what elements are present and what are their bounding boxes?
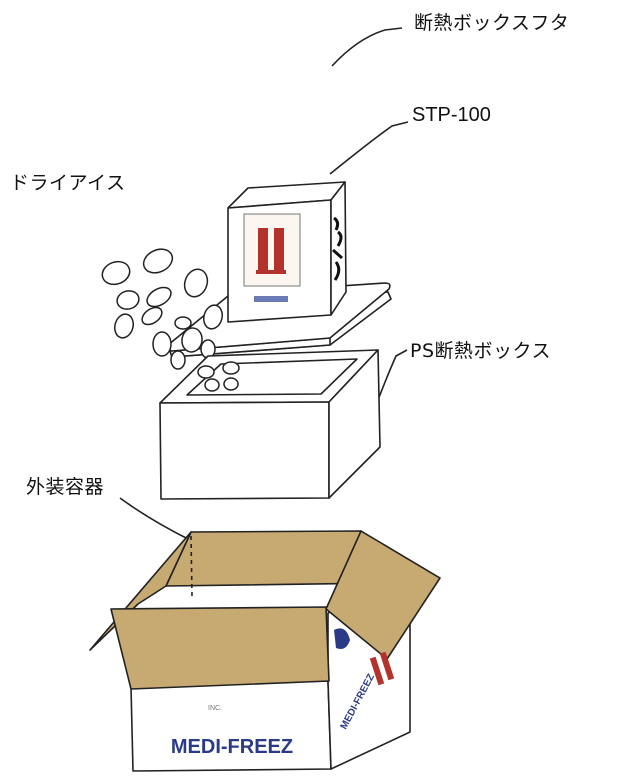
carton-front-flap	[110, 606, 330, 690]
outer-container-leader-line	[119, 497, 191, 541]
outer-carton	[89, 530, 441, 772]
ps-insulated-box	[159, 349, 381, 500]
lid-label: 断熱ボックスフタ	[414, 12, 570, 34]
unit-red-bar-left	[258, 228, 268, 270]
carton-side-logo	[334, 628, 350, 649]
outer-container-label: 外装容器	[26, 476, 105, 498]
lid-leader-line	[331, 27, 403, 67]
ps-box-leader-line	[377, 349, 408, 401]
unit-brand-strip	[254, 296, 288, 302]
unit-label: STP-100	[412, 104, 491, 126]
unit-side-mark	[332, 216, 343, 281]
unit-red-bar-right	[274, 228, 284, 270]
carton-fold-line	[190, 535, 193, 597]
dry-ice-label: ドライアイス	[10, 172, 126, 194]
stp-100-unit	[227, 181, 347, 323]
ps-box-front-face	[159, 401, 330, 500]
carton-small-mark: INC.	[208, 705, 222, 712]
carton-brand-front: MEDI-FREEZ	[171, 736, 293, 758]
leader-lines	[119, 27, 409, 541]
unit-label-panel	[243, 213, 301, 287]
dry-ice-pellets	[101, 248, 223, 370]
unit-leader-line	[329, 121, 409, 175]
ps-box-label: PS断熱ボックス	[410, 340, 551, 362]
unit-side-face	[330, 181, 347, 316]
ps-box-side-face	[328, 349, 381, 499]
